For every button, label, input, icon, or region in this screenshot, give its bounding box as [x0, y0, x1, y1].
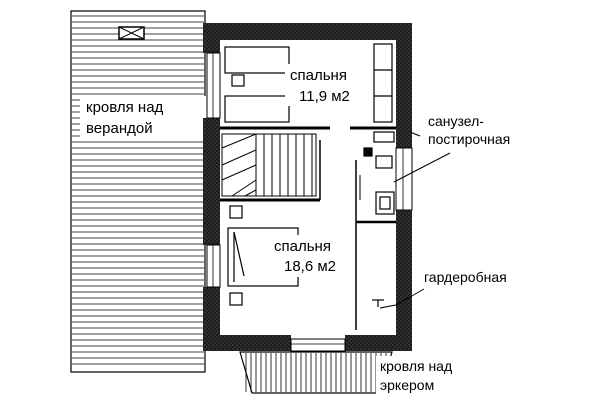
- wardrobe-marker-icon: [372, 299, 384, 307]
- bedroom-top-label: спальня: [290, 67, 347, 84]
- bedroom-top-furniture: [224, 43, 393, 123]
- veranda-roof-label-line1: кровля над: [86, 99, 164, 116]
- bedroom-top-area: 11,9 м2: [299, 88, 350, 105]
- bathroom-label-line1: санузел-: [428, 113, 484, 129]
- veranda-label-bg: [80, 96, 206, 140]
- veranda-roof-label-line2: верандой: [86, 120, 153, 137]
- roof-vent-icon: [118, 26, 145, 40]
- bedroom-bottom-label: спальня: [274, 238, 331, 255]
- bay-roof-label-line1: кровля над: [380, 358, 452, 374]
- bathroom-fixtures: [363, 131, 395, 215]
- bathroom-label-line2: постирочная: [428, 131, 510, 147]
- exterior-walls: [203, 23, 412, 351]
- bay-roof-label-line2: эркером: [380, 377, 434, 393]
- veranda-roof-stripes: [72, 15, 204, 365]
- bedroom-bottom-label-bg: [268, 235, 348, 277]
- bay-label-bg: [376, 356, 472, 396]
- bay-roof: [239, 351, 393, 394]
- bedroom-top-label-bg: [285, 64, 367, 106]
- wardrobe-label: гардеробная: [424, 269, 507, 285]
- staircase: [221, 133, 317, 197]
- leader-lines: [379, 131, 451, 309]
- windows: [206, 52, 413, 352]
- interior-walls: [220, 126, 396, 330]
- veranda-roof: [70, 10, 206, 373]
- bedroom-bottom-area: 18,6 м2: [284, 258, 336, 275]
